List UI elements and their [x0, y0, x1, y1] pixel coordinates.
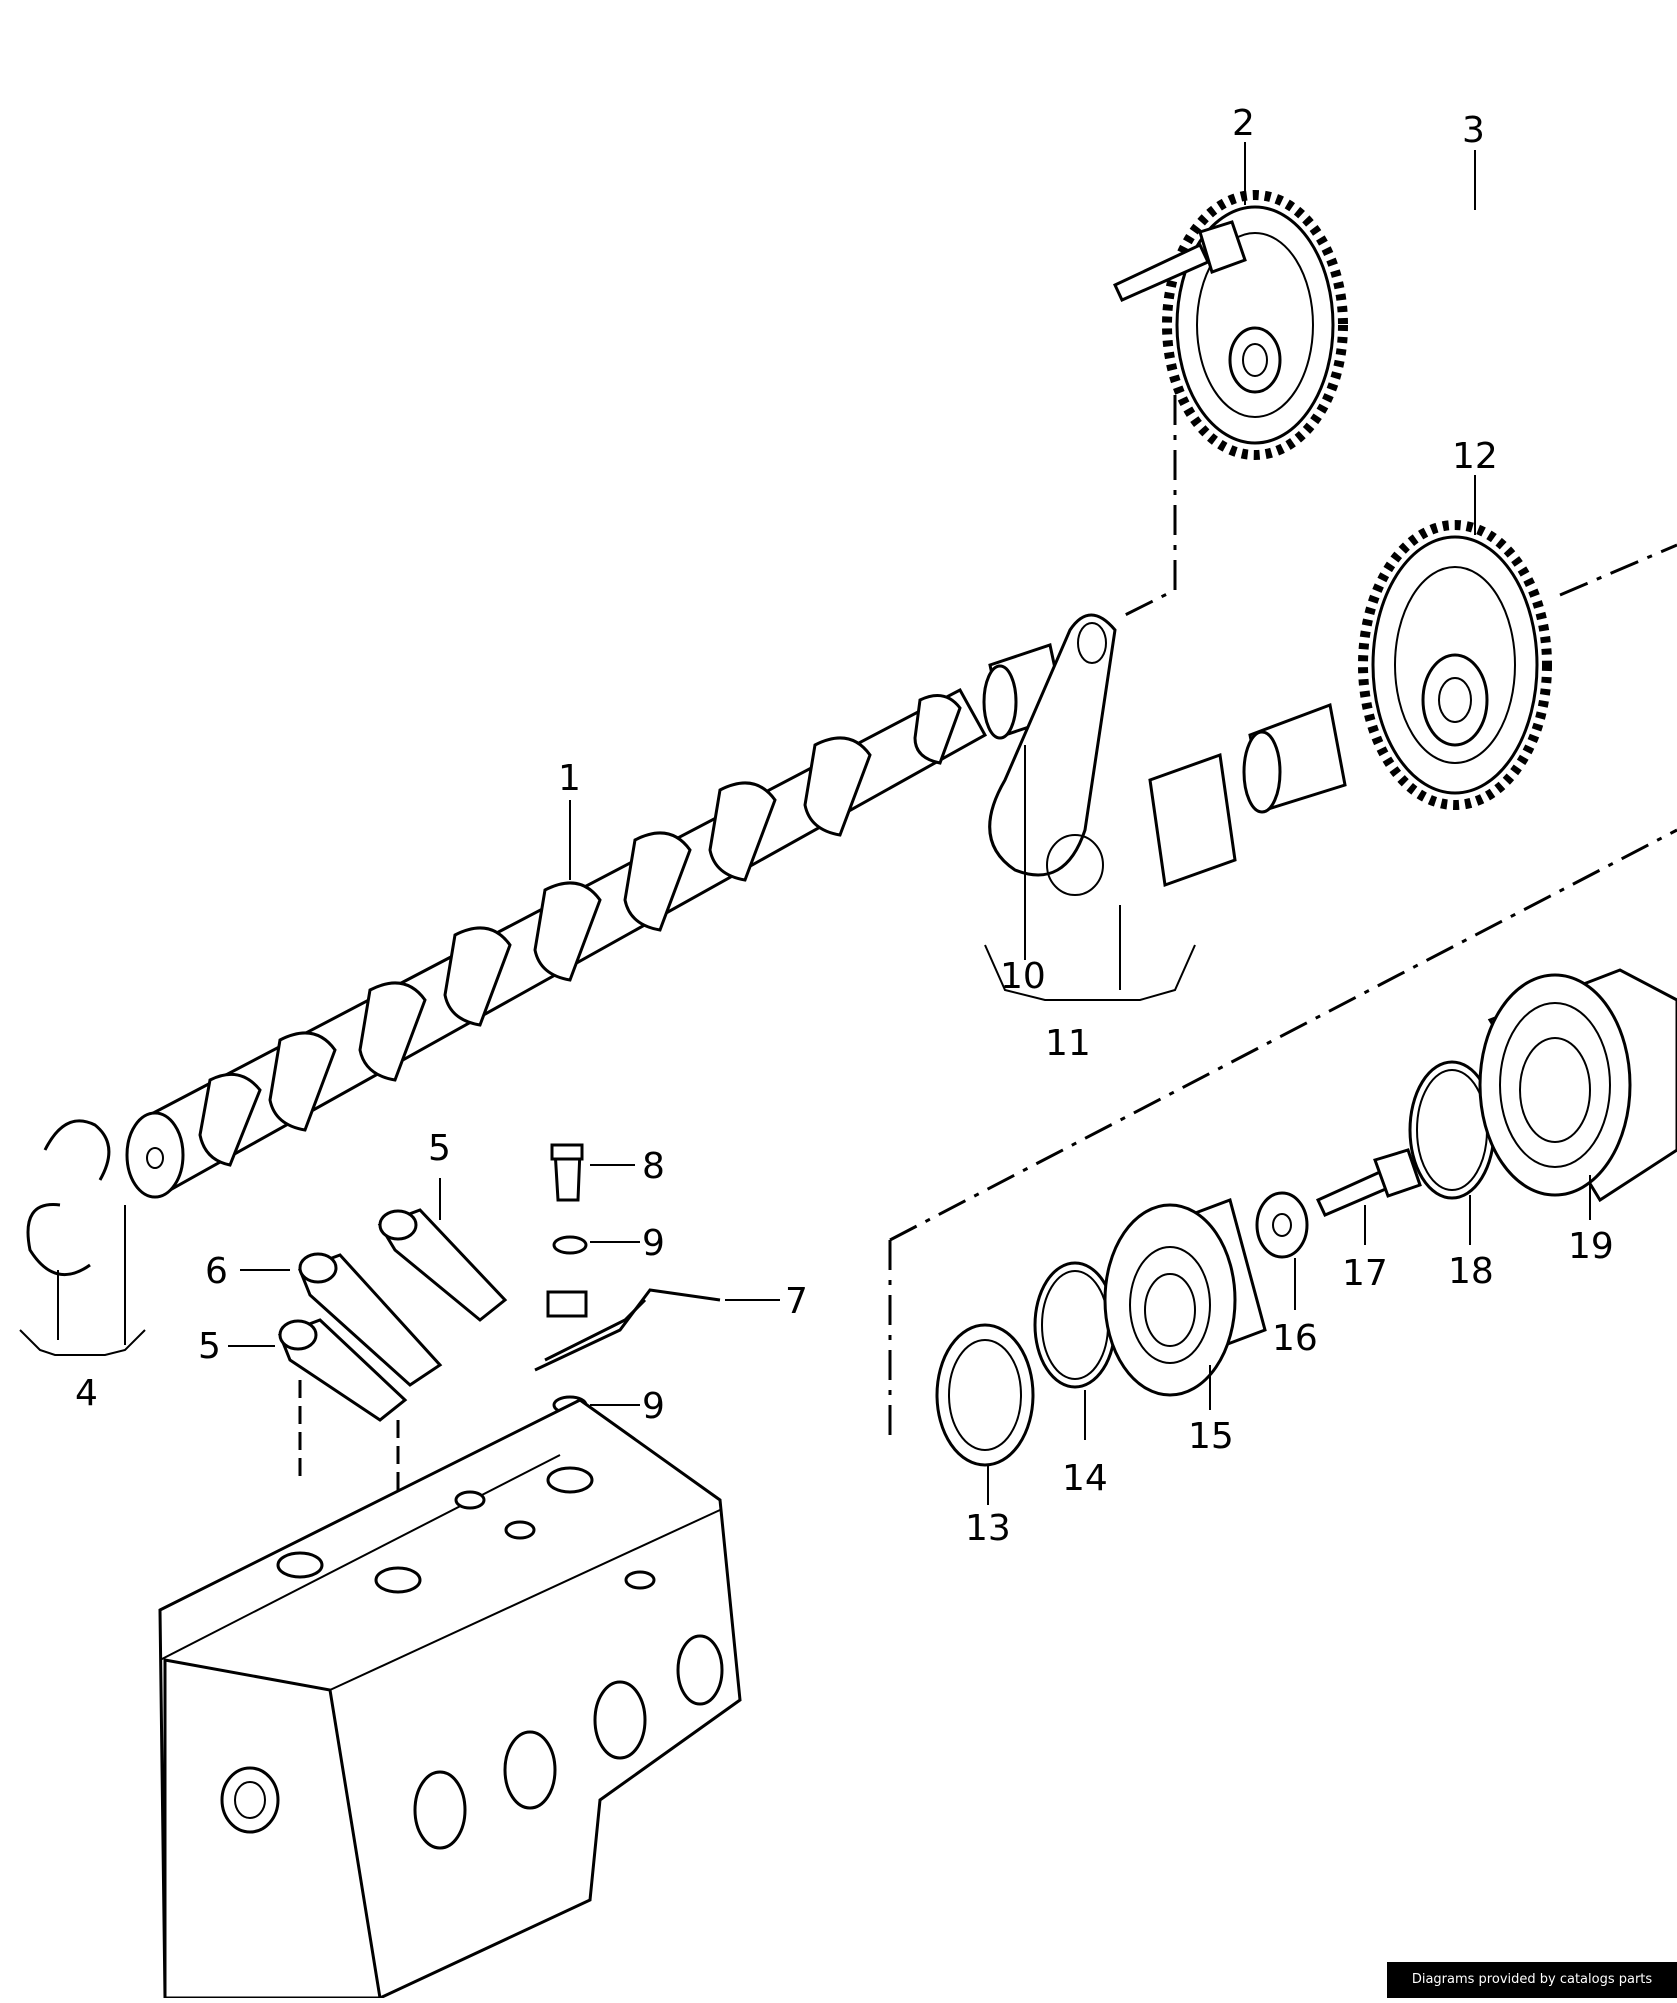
bolt-17 [1315, 1148, 1422, 1217]
callout-labels: 1 2 3 4 5 5 6 7 8 9 9 10 11 12 13 14 15 … [75, 103, 1614, 1549]
callout-11: 11 [1045, 1023, 1091, 1064]
callout-16: 16 [1272, 1318, 1318, 1359]
cylinder-head [158, 1398, 742, 2000]
rocker-arm-6 [298, 1252, 443, 1387]
callout-14: 14 [1062, 1458, 1108, 1499]
callout-10: 10 [1000, 956, 1046, 997]
callout-6: 6 [205, 1251, 228, 1292]
callout-9-upper: 9 [642, 1223, 665, 1264]
callout-7: 7 [785, 1281, 808, 1322]
rocker-arm-5-upper [377, 1208, 508, 1322]
centerline-lower [889, 828, 1677, 1242]
washer-9-upper [552, 1235, 588, 1255]
ring-13 [935, 1323, 1035, 1467]
bushing-right [1242, 702, 1347, 814]
gear-12 [1358, 520, 1552, 810]
callout-19: 19 [1568, 1226, 1614, 1267]
centerline-upper [1559, 543, 1677, 597]
callout-5-upper: 5 [428, 1128, 451, 1169]
callout-3: 3 [1462, 110, 1485, 151]
callout-17: 17 [1342, 1253, 1388, 1294]
callout-12: 12 [1452, 436, 1498, 477]
callout-18: 18 [1448, 1251, 1494, 1292]
rocker-arm-5-lower [278, 1318, 408, 1422]
callout-15: 15 [1188, 1416, 1234, 1457]
housing-19 [1478, 968, 1677, 1203]
callout-1: 1 [558, 758, 581, 799]
bolt-8 [550, 1143, 584, 1202]
bracket-block [546, 1290, 588, 1318]
callout-9-lower: 9 [642, 1386, 665, 1427]
bolt-3 [1113, 220, 1247, 302]
callout-8: 8 [642, 1146, 665, 1187]
o-ring-14 [1033, 1261, 1117, 1389]
camshaft [125, 687, 988, 1199]
pulley-15 [1103, 1198, 1267, 1397]
washer-16 [1255, 1191, 1309, 1259]
leader-lines [19, 142, 1591, 1505]
credit-banner: Diagrams provided by catalogs parts [1387, 1962, 1677, 1998]
callout-2: 2 [1232, 103, 1255, 144]
centerline-gear2 [1124, 395, 1177, 617]
callout-5-lower: 5 [198, 1326, 221, 1367]
gear-2 [1162, 190, 1348, 460]
callout-4: 4 [75, 1373, 98, 1414]
spring-clip-7 [534, 1288, 721, 1372]
clips-4 [26, 1119, 111, 1276]
link-arm-11 [988, 613, 1237, 896]
callout-13: 13 [965, 1508, 1011, 1549]
